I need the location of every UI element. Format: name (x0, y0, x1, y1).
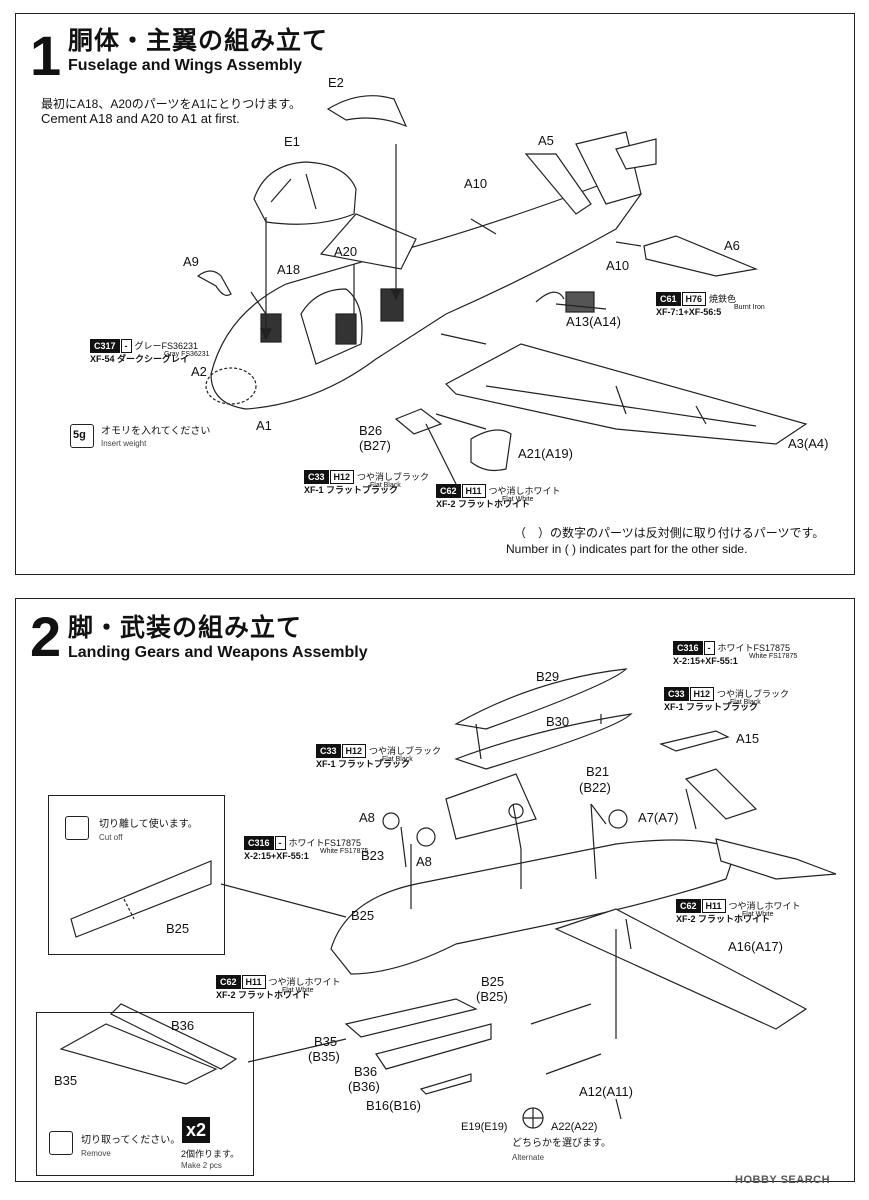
part-label: A2 (191, 364, 207, 379)
alternate-en: Alternate (512, 1153, 545, 1162)
part-label: A3(A4) (788, 436, 829, 451)
part-label: A9 (183, 254, 199, 269)
cutoff-jp: 切り離して使います。 (99, 819, 198, 830)
step-title-en: Fuselage and Wings Assembly (68, 57, 302, 74)
part-label: E2 (328, 75, 344, 90)
make2-jp: 2個作ります。 (181, 1149, 240, 1159)
part-label: B30 (546, 714, 570, 729)
part-label: A13(A14) (566, 314, 621, 329)
step1-panel: 1 胴体・主翼の組み立て Fuselage and Wings Assembly… (15, 13, 855, 575)
footnote-en: Number in ( ) indicates part for the oth… (506, 542, 748, 556)
landing-gear-weapons-drawing (59, 668, 837, 1129)
part-label: B16(B16) (366, 1098, 421, 1113)
part-label: B25 (166, 921, 190, 936)
part-label: (B25) (476, 989, 508, 1004)
fuselage-wings-drawing (196, 95, 808, 485)
make2-en: Make 2 pcs (181, 1161, 222, 1170)
part-label: A12(A11) (579, 1084, 633, 1099)
remove-icon (49, 1131, 73, 1155)
step2-panel: 2 脚・武装の組み立て Landing Gears and Weapons As… (15, 598, 855, 1182)
part-label: A16(A17) (728, 939, 783, 954)
remove-jp: 切り取ってください。 (81, 1135, 181, 1146)
part-label: A5 (538, 133, 554, 148)
part-label: B23 (361, 848, 385, 863)
inset-cutoff: 切り離して使います。 Cut off (48, 795, 225, 955)
part-label: A7(A7) (638, 810, 679, 825)
part-label: (B36) (348, 1079, 380, 1094)
part-label: A21(A19) (518, 446, 573, 461)
part-label: B29 (536, 669, 560, 684)
part-label: B35 (314, 1034, 338, 1049)
part-label: A8 (359, 810, 375, 825)
part-label: A22(A22) (551, 1121, 598, 1133)
cut-icon (65, 816, 89, 840)
part-label: A6 (724, 238, 740, 253)
part-label: B35 (54, 1073, 78, 1088)
part-label: (B27) (359, 438, 391, 453)
part-label: B26 (359, 423, 383, 438)
footnote-jp: （ ）の数字のパーツは反対側に取り付けるパーツです。 (514, 526, 825, 540)
cutoff-en: Cut off (99, 833, 123, 842)
weight-icon: 5g (70, 424, 94, 448)
part-label: A10 (464, 176, 488, 191)
part-label: B25 (481, 974, 505, 989)
part-label: A18 (277, 262, 301, 277)
note-jp: 最初にA18、A20のパーツをA1にとりつけます。 (41, 97, 302, 111)
inset-make2: 切り取ってください。 Remove x2 2個作ります。 Make 2 pcs (36, 1012, 254, 1176)
part-label: A8 (416, 854, 432, 869)
part-label: A10 (606, 258, 630, 273)
part-label: B25 (351, 908, 375, 923)
part-label: A20 (334, 244, 358, 259)
paint-callout: C316-ホワイトFS17875 White FS17875 X-2:15+XF… (244, 836, 369, 861)
alternate-jp: どちらかを選びます。 (512, 1138, 611, 1149)
step-number: 2 (30, 605, 62, 668)
step-title-en: Landing Gears and Weapons Assembly (68, 644, 368, 661)
step-title-jp: 胴体・主翼の組み立て (68, 27, 329, 55)
part-label: B36 (354, 1064, 378, 1079)
part-label: E19(E19) (461, 1121, 508, 1133)
weight-note-jp: オモリを入れてください (101, 426, 211, 437)
watermark: HOBBY SEARCH (735, 1174, 831, 1186)
part-label: (B22) (579, 780, 611, 795)
part-label: (B35) (308, 1049, 340, 1064)
step-title-jp: 脚・武装の組み立て (68, 614, 303, 642)
remove-en: Remove (81, 1149, 111, 1158)
step-number: 1 (30, 24, 62, 87)
weight-note-en: Insert weight (101, 439, 147, 448)
part-label: A1 (256, 418, 272, 433)
part-label: B21 (586, 764, 610, 779)
make2-badge: x2 (182, 1117, 210, 1143)
part-label: E1 (284, 134, 300, 149)
part-label: B36 (171, 1018, 195, 1033)
paint-callout: C317-グレーFS36231 Gray FS36231 XF-54 ダークシー… (90, 339, 210, 364)
part-label: A15 (736, 731, 760, 746)
paint-callout: C316-ホワイトFS17875 White FS17875 X-2:15+XF… (673, 641, 798, 666)
note-en: Cement A18 and A20 to A1 at first. (41, 111, 240, 126)
